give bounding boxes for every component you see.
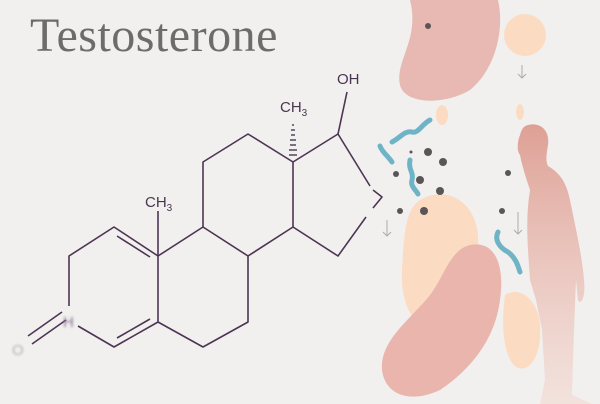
ring-d-lower — [292, 216, 367, 257]
carbonyl-bond-2 — [31, 319, 67, 345]
double-bond-a1 — [116, 235, 151, 258]
peach-circle-top — [504, 14, 546, 56]
down-arrow-icon — [513, 212, 523, 235]
pink-blob-top — [399, 0, 501, 101]
teal-squiggle-1 — [389, 117, 433, 145]
carbonyl-bond-1 — [27, 311, 63, 337]
dark-dots — [393, 23, 511, 215]
ring-d-upper — [292, 133, 371, 187]
methyl-left-label: CH3 — [145, 194, 173, 214]
peach-drop — [436, 105, 448, 125]
teal-squiggle-4 — [494, 229, 523, 275]
peach-blob-bottom — [503, 291, 541, 369]
hydroxyl-bond — [337, 91, 348, 135]
ring-d-mid — [372, 189, 383, 209]
oxygen-label: O — [12, 342, 24, 359]
double-bond-a2 — [116, 318, 151, 339]
teal-squiggle-2 — [377, 143, 395, 165]
methyl-top-label: CH3 — [280, 99, 308, 119]
hydrogen-label: H — [63, 314, 74, 331]
human-figure — [517, 124, 592, 404]
testosterone-structure — [27, 91, 383, 348]
down-arrows — [382, 65, 527, 237]
teal-squiggle-3 — [407, 157, 421, 197]
peach-drop-2 — [516, 104, 524, 120]
hydroxyl-label: OH — [337, 71, 360, 88]
page-title: Testosterone — [30, 9, 278, 62]
ring-a — [68, 226, 159, 348]
ring-b — [157, 226, 249, 348]
background-illustration — [377, 0, 592, 404]
pink-blob-bottom — [381, 244, 502, 397]
hashed-wedge — [289, 124, 297, 156]
down-arrow-icon — [382, 220, 392, 237]
teal-squiggles — [377, 117, 523, 275]
ring-c — [202, 133, 294, 257]
down-arrow-icon — [517, 65, 527, 79]
